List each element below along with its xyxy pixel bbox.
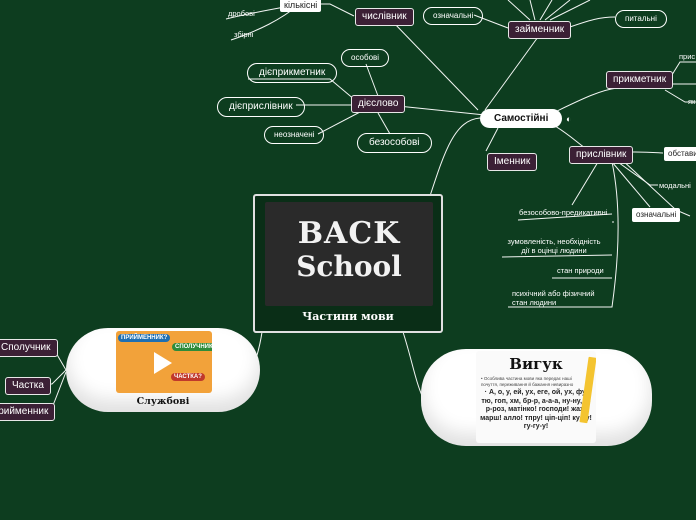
- leaf-zbirni[interactable]: збірні: [234, 30, 254, 39]
- branch-samostiini[interactable]: Самостійні: [480, 109, 563, 128]
- leaf-bezosobovi[interactable]: безособові: [357, 133, 432, 153]
- leaf-neoznacheni[interactable]: неозначені: [264, 126, 325, 144]
- board-line-1: BACK: [297, 216, 401, 251]
- node-chyslivnyk[interactable]: числівник: [355, 8, 414, 26]
- central-topic[interactable]: BACK School Частини мови: [253, 194, 443, 333]
- leaf-osobovi[interactable]: особові: [341, 49, 390, 67]
- vyhuk-description: • Особлива частина мови яка передає наші…: [481, 376, 574, 387]
- vyhuk-image: Вигук • Особлива частина мови яка переда…: [476, 351, 596, 443]
- leaf-diieprysliv[interactable]: дієприслівник: [217, 97, 305, 117]
- leaf-pryk-right-2[interactable]: як: [688, 97, 696, 106]
- central-title: Частини мови: [302, 310, 394, 323]
- node-pryslivnyk[interactable]: прислівник: [569, 146, 634, 164]
- leaf-pytalni[interactable]: питальні: [615, 10, 667, 28]
- node-chastka[interactable]: Частка: [5, 377, 51, 395]
- leaf-oznachalni-z[interactable]: означальні: [423, 7, 484, 25]
- tag-pryimennyk: ПРИЙМЕННИК?: [118, 334, 171, 342]
- leaf-modalni[interactable]: модальні: [659, 181, 691, 190]
- branch-vyhuk[interactable]: Вигук • Особлива частина мови яка переда…: [421, 349, 652, 446]
- collapse-toggle-icon[interactable]: ◐: [566, 114, 572, 124]
- node-imennyk[interactable]: Іменник: [487, 153, 538, 171]
- leaf-bezosob-pred[interactable]: безособово-предикативні: [519, 208, 608, 217]
- back-to-school-image: BACK School: [265, 202, 433, 306]
- tag-spoluchnyk: СПОЛУЧНИК?: [172, 343, 212, 351]
- leaf-pryk-right-1[interactable]: прис: [679, 52, 696, 61]
- leaf-obstavyny[interactable]: обставин: [664, 147, 696, 161]
- node-kilkisni[interactable]: кількісні: [280, 0, 322, 12]
- node-prykmetnyk[interactable]: прикметник: [606, 71, 674, 89]
- board-line-2: School: [296, 250, 402, 283]
- node-zaimennyk[interactable]: займенник: [508, 21, 572, 39]
- leaf-oznachalni-p[interactable]: означальні: [632, 208, 681, 222]
- branch-sluzhbovi[interactable]: ПРИЙМЕННИК? СПОЛУЧНИК? ЧАСТКА? Службові: [66, 328, 260, 412]
- vyhuk-title: Вигук: [509, 355, 563, 373]
- leaf-diieprykmetnyk[interactable]: дієприкметник: [247, 63, 338, 83]
- sluzhbovi-video-thumbnail[interactable]: ПРИЙМЕННИК? СПОЛУЧНИК? ЧАСТКА?: [116, 331, 212, 393]
- leaf-zumovlenist[interactable]: зумовленість, необхідність дії в оцінці …: [507, 237, 601, 255]
- leaf-drobovi[interactable]: дробові: [228, 9, 255, 18]
- node-diieslovo[interactable]: дієслово: [351, 95, 406, 113]
- leaf-psykhichnyi[interactable]: психічний або фізичний стан людини: [512, 289, 595, 307]
- leaf-stan-pryrody[interactable]: стан природи: [557, 266, 604, 275]
- vyhuk-examples: · А, о, у, ей, ух, еге, ой, ух, фу, тю, …: [480, 389, 592, 430]
- node-pryimennyk[interactable]: Прийменник: [0, 403, 56, 421]
- tag-chastka: ЧАСТКА?: [171, 373, 205, 381]
- play-icon[interactable]: [154, 352, 172, 374]
- node-spoluchnyk[interactable]: Сполучник: [0, 339, 58, 357]
- sluzhbovi-title: Службові: [136, 396, 190, 407]
